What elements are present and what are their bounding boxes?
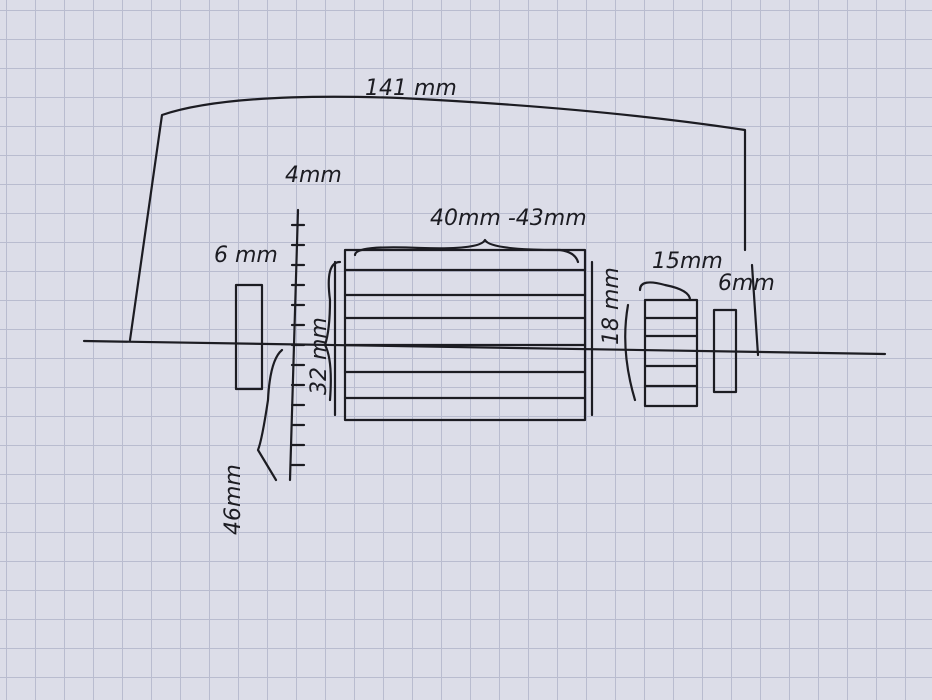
right-block-lines [624, 281, 699, 402]
outline-frame [128, 95, 747, 342]
baseline [82, 339, 887, 356]
main-height-brace [323, 260, 342, 402]
label-total-length: 141 mm [365, 76, 457, 101]
label-thread-length: 46mm [221, 464, 246, 535]
right-post [712, 308, 738, 394]
main-width-brace [353, 238, 580, 264]
label-right-block-width: 15mm [652, 249, 723, 274]
label-right-post: 6mm [718, 271, 775, 296]
label-main-width: 40mm -43mm [430, 206, 587, 231]
right-block [643, 298, 699, 408]
label-thread-top: 4mm [285, 163, 342, 188]
right-marker [750, 263, 760, 357]
label-right-block-height: 18 mm [599, 267, 624, 345]
main-block-lines [333, 260, 594, 417]
label-main-height: 32 mm [307, 317, 332, 395]
thread-length-brace [256, 348, 284, 482]
threaded-rod [288, 208, 306, 482]
main-block [343, 248, 587, 422]
left-block [234, 283, 264, 391]
label-left-block: 6 mm [214, 243, 278, 268]
